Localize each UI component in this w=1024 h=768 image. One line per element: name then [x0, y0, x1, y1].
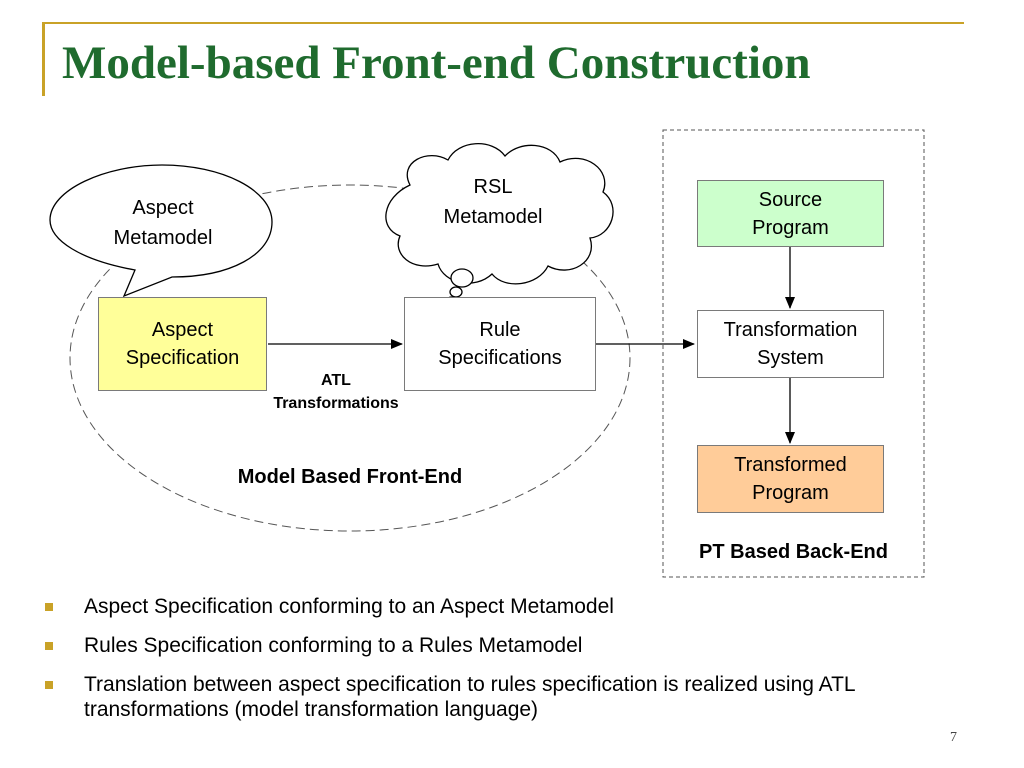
rule-specifications-line-1: Rule	[479, 319, 521, 341]
transformation-system-line-2: System	[757, 347, 824, 369]
front-end-label: Model Based Front-End	[237, 466, 463, 488]
aspect-metamodel-line-1: Aspect	[132, 197, 194, 219]
transformation-system-box: Transformation System	[697, 310, 884, 378]
aspect-metamodel-line-2: Metamodel	[113, 227, 213, 249]
bullet-square-icon	[45, 603, 53, 611]
aspect-metamodel-bubble	[49, 164, 273, 298]
bullet-square-icon	[45, 681, 53, 689]
page-number: 7	[950, 730, 957, 745]
aspect-specification-line-1: Aspect	[151, 319, 214, 341]
title-accent-vertical	[42, 22, 45, 96]
bullet-text: Rules Specification conforming to a Rule…	[84, 634, 583, 657]
rsl-metamodel-line-2: Metamodel	[443, 206, 543, 228]
bullet-text: Translation between aspect specification…	[84, 673, 855, 721]
rule-specifications-box: Rule Specifications	[404, 297, 596, 391]
bullet-square-icon	[45, 642, 53, 650]
aspect-specification-box: Aspect Specification	[98, 297, 267, 391]
bullet-list: Aspect Specification conforming to an As…	[44, 594, 944, 736]
bullet-item: Aspect Specification conforming to an As…	[44, 594, 944, 619]
slide-title: Model-based Front-end Construction	[62, 37, 811, 89]
back-end-label: PT Based Back-End	[699, 541, 888, 563]
rule-specifications-line-2: Specifications	[438, 347, 562, 369]
back-end-boundary	[662, 129, 925, 578]
rsl-metamodel-label: RSL Metamodel	[425, 172, 561, 232]
atl-transformations-label: ATL Transformations	[236, 369, 436, 415]
aspect-specification-line-2: Specification	[125, 347, 240, 369]
transformed-program-line-1: Transformed	[734, 454, 847, 476]
transformed-program-box: Transformed Program	[697, 445, 884, 513]
aspect-metamodel-label: Aspect Metamodel	[96, 193, 230, 253]
source-program-line-1: Source	[758, 188, 823, 211]
transformation-system-line-1: Transformation	[723, 319, 858, 341]
rsl-metamodel-line-1: RSL	[473, 176, 513, 198]
rsl-metamodel-cloud	[385, 143, 614, 304]
source-program-line-2: Program	[752, 216, 829, 239]
atl-transformations-line-1: ATL	[321, 372, 351, 389]
atl-transformations-line-2: Transformations	[273, 395, 399, 412]
title-accent-horizontal	[42, 22, 964, 24]
bullet-item: Translation between aspect specification…	[44, 672, 944, 722]
bullet-text: Aspect Specification conforming to an As…	[84, 595, 614, 618]
transformed-program-line-2: Program	[752, 482, 829, 504]
front-end-boundary	[69, 184, 631, 532]
bullet-item: Rules Specification conforming to a Rule…	[44, 633, 944, 658]
source-program-box: Source Program	[697, 180, 884, 247]
